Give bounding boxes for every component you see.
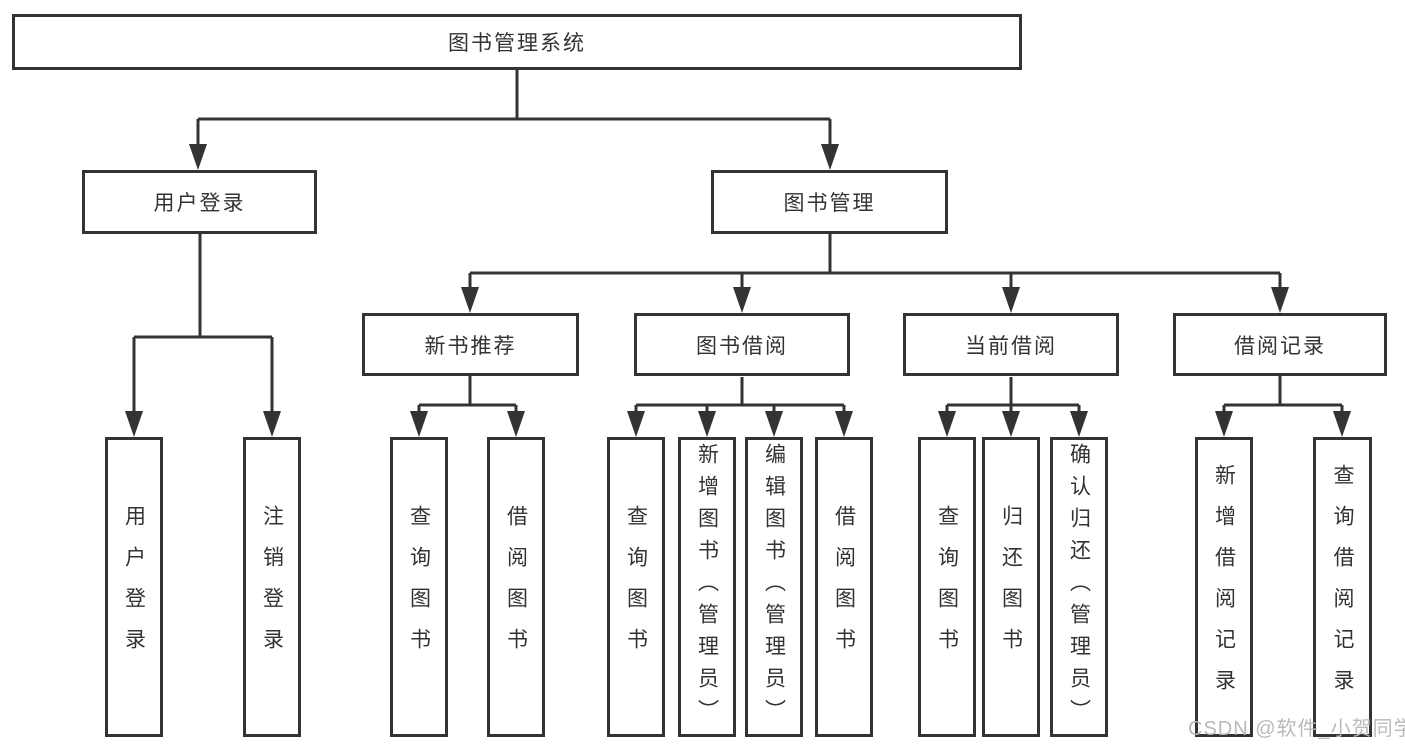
node-leaf-borrow-books: 借阅图书	[815, 437, 873, 737]
node-leaf-borrow-books-recommend: 借阅图书	[487, 437, 545, 737]
node-current-borrowing: 当前借阅	[903, 313, 1119, 376]
node-root: 图书管理系统	[12, 14, 1022, 70]
node-leaf-confirm-return-admin: 确认归还（管理员）	[1050, 437, 1108, 737]
leaf-label: 借阅图书	[832, 505, 856, 669]
node-leaf-query-books-current: 查询图书	[918, 437, 976, 737]
node-leaf-query-borrow-record: 查询借阅记录	[1313, 437, 1372, 737]
leaf-label: 查询图书	[407, 505, 431, 669]
node-book-borrowing: 图书借阅	[634, 313, 850, 376]
node-leaf-add-borrow-record: 新增借阅记录	[1195, 437, 1253, 737]
leaf-label: 新增图书（管理员）	[695, 443, 719, 731]
leaf-label: 查询图书	[624, 505, 648, 669]
leaf-label: 查询图书	[935, 505, 959, 669]
node-book-management: 图书管理	[711, 170, 948, 234]
leaf-label: 编辑图书（管理员）	[762, 443, 786, 731]
node-leaf-user-login: 用户登录	[105, 437, 163, 737]
node-borrow-records: 借阅记录	[1173, 313, 1387, 376]
leaf-label: 用户登录	[122, 505, 146, 669]
node-leaf-logout: 注销登录	[243, 437, 301, 737]
node-leaf-edit-books-admin: 编辑图书（管理员）	[745, 437, 803, 737]
node-user-login: 用户登录	[82, 170, 317, 234]
leaf-label: 确认归还（管理员）	[1067, 443, 1091, 731]
leaf-label: 归还图书	[999, 505, 1023, 669]
leaf-label: 注销登录	[260, 505, 284, 669]
node-leaf-add-books-admin: 新增图书（管理员）	[678, 437, 736, 737]
node-leaf-query-books-borrowing: 查询图书	[607, 437, 665, 737]
node-leaf-return-books: 归还图书	[982, 437, 1040, 737]
leaf-label: 借阅图书	[504, 505, 528, 669]
node-leaf-query-books-recommend: 查询图书	[390, 437, 448, 737]
leaf-label: 查询借阅记录	[1331, 464, 1354, 710]
csdn-watermark: CSDN @软件_小贺同学	[1188, 718, 1405, 740]
leaf-label: 新增借阅记录	[1212, 464, 1236, 710]
node-new-book-recommend: 新书推荐	[362, 313, 579, 376]
